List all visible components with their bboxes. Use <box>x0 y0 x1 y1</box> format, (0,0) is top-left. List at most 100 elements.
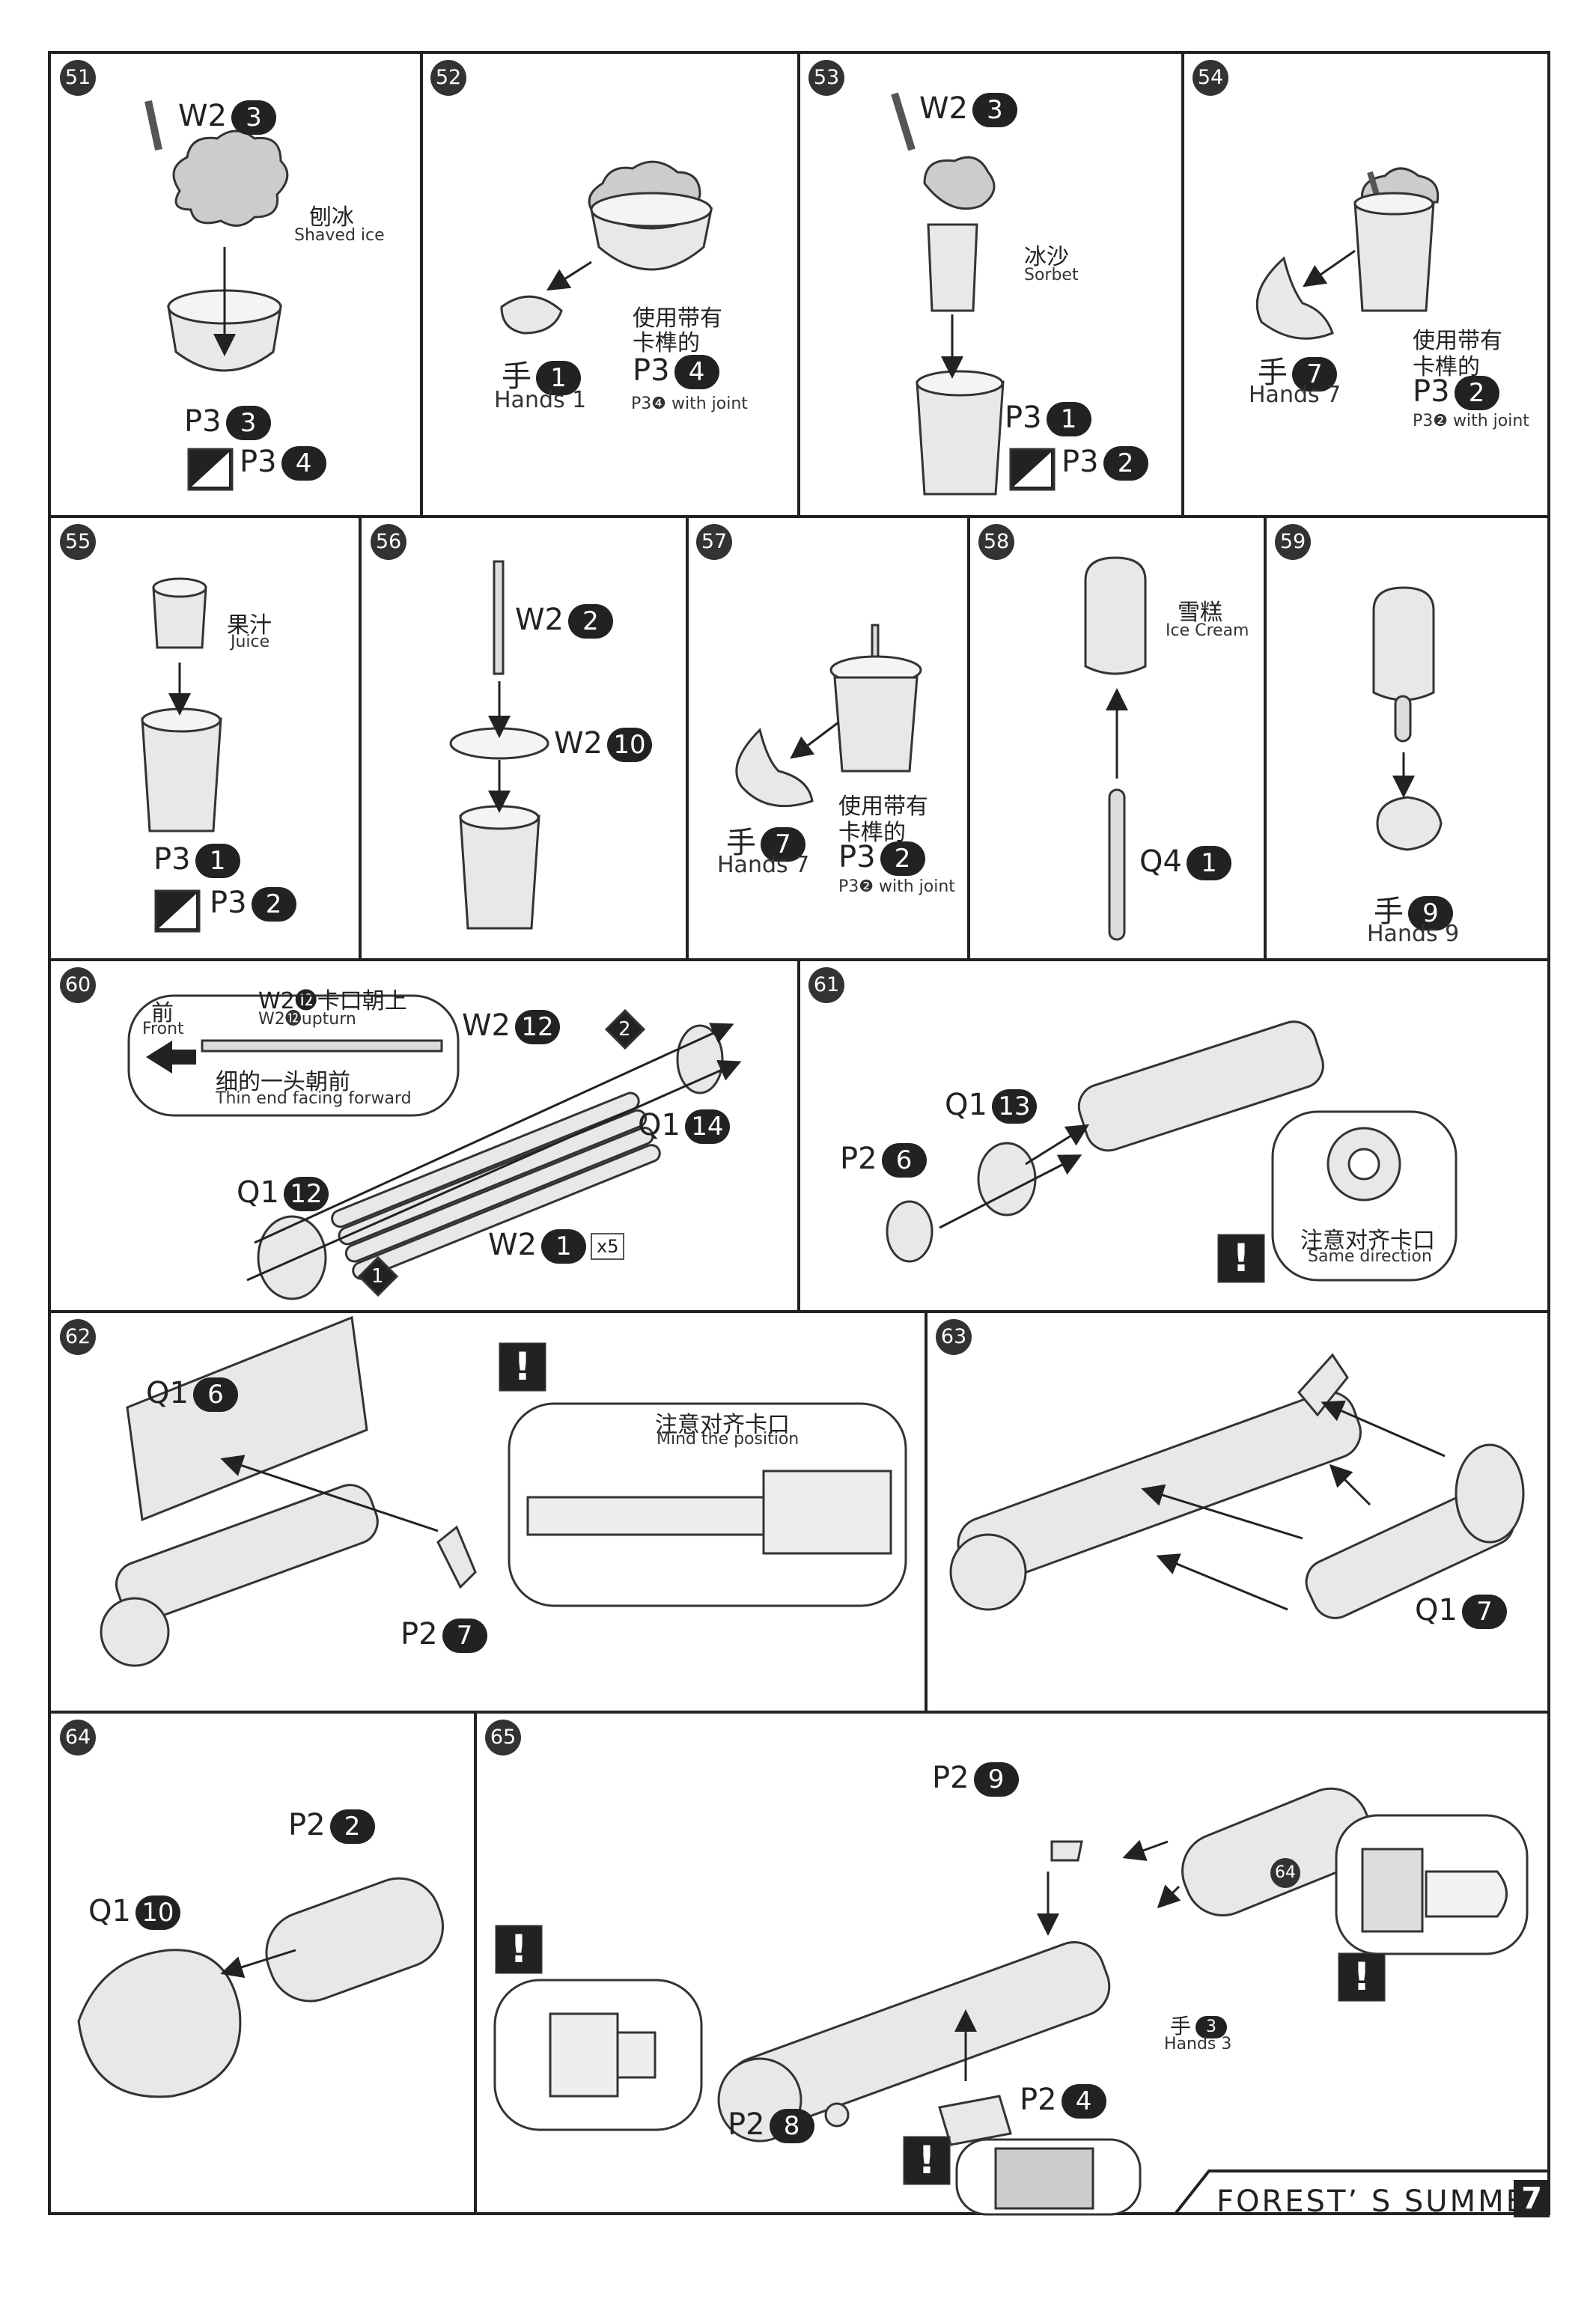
note-cn-line2: 卡榫的 <box>633 330 700 356</box>
bowl-icon-51 <box>187 448 234 491</box>
item-name-en: Juice <box>231 633 270 651</box>
warning-icon: ! <box>1339 1954 1384 2000</box>
front-label-cn: 前 <box>151 1000 174 1026</box>
alignment-note-en: Same direction <box>1308 1247 1432 1266</box>
step-number: 61 <box>808 967 844 1003</box>
item-name-cn: 雪糕 <box>1178 600 1222 626</box>
thin-end-note-en: Thin end facing forward <box>216 1089 412 1108</box>
warning-icon: ! <box>1219 1235 1264 1282</box>
scope-illustration <box>77 1877 445 2098</box>
step-number: 60 <box>60 967 96 1003</box>
lidded-cup-illustration <box>735 624 922 808</box>
item-name-cn: 冰沙 <box>1024 244 1069 270</box>
ice-cream-illustration <box>1084 556 1147 941</box>
hand-label-en: Hands 3 <box>1164 2035 1232 2053</box>
alignment-note-cn: 注意对齐卡口 <box>1300 1228 1435 1254</box>
note-cn-line1: 使用带有 <box>1413 328 1502 354</box>
item-name-cn: 果汁 <box>227 612 272 639</box>
shaved-ice-illustration <box>144 100 289 372</box>
item-name-en: Sorbet <box>1024 266 1079 284</box>
step-number: 57 <box>696 524 732 560</box>
warning-icon: ! <box>500 1344 545 1390</box>
quantity-badge: x5 <box>591 1233 625 1260</box>
alignment-note-en: Mind the position <box>657 1430 799 1449</box>
step-number: 54 <box>1193 60 1228 96</box>
hand-label-en: Hands 1 <box>494 387 587 413</box>
alignment-note-cn: 注意对齐卡口 <box>655 1412 790 1438</box>
hand-label-en: Hands 7 <box>717 852 810 878</box>
hand-label-en: Hands 9 <box>1367 921 1460 947</box>
brand-title: FOREST’ S SUMMER <box>1216 2184 1550 2219</box>
step-number: 63 <box>936 1319 972 1355</box>
final-assembly-illustration <box>493 1787 1529 2216</box>
warning-icon: ! <box>496 1926 541 1973</box>
step-number: 58 <box>978 524 1014 560</box>
step-number: 55 <box>60 524 96 560</box>
ice-cream-hand-illustration <box>1372 586 1443 851</box>
item-name-en: Ice Cream <box>1166 621 1249 640</box>
joint-note: P3❷ with joint <box>838 877 955 896</box>
joint-note: P3❷ with joint <box>1413 412 1529 430</box>
gun-assembled-illustration <box>949 1353 1525 1619</box>
upturn-note-en: W2⓬upturn <box>258 1010 356 1029</box>
hand-label-en: Hands 7 <box>1249 382 1341 408</box>
step-number: 64 <box>60 1720 96 1756</box>
step-number: 53 <box>808 60 844 96</box>
juice-illustration <box>141 577 222 933</box>
order-marker-1: 1 <box>371 1265 384 1288</box>
barrel-assembly-illustration <box>127 994 742 1300</box>
front-label-en: Front <box>142 1020 184 1038</box>
barrel-cap-illustration <box>886 1020 1458 1282</box>
step-number: 62 <box>60 1319 96 1355</box>
step-number: 65 <box>485 1720 521 1756</box>
bowl-with-ice-illustration <box>500 160 713 335</box>
item-name-en: Shaved ice <box>294 226 385 245</box>
page-number: 7 <box>1514 2180 1550 2217</box>
step-number: 56 <box>371 524 406 560</box>
step-number: 59 <box>1275 524 1311 560</box>
joint-note: P3❹ with joint <box>631 395 748 413</box>
cup-lid-straw-illustration <box>449 560 549 930</box>
note-cn-line1: 使用带有 <box>838 794 928 820</box>
cup-with-ice-illustration <box>1255 167 1440 340</box>
step-number: 51 <box>60 60 96 96</box>
warning-icon: ! <box>904 2137 949 2184</box>
upturn-note-cn: W2⓬卡口朝上 <box>258 988 407 1014</box>
thin-end-note-cn: 细的一头朝前 <box>216 1069 350 1095</box>
